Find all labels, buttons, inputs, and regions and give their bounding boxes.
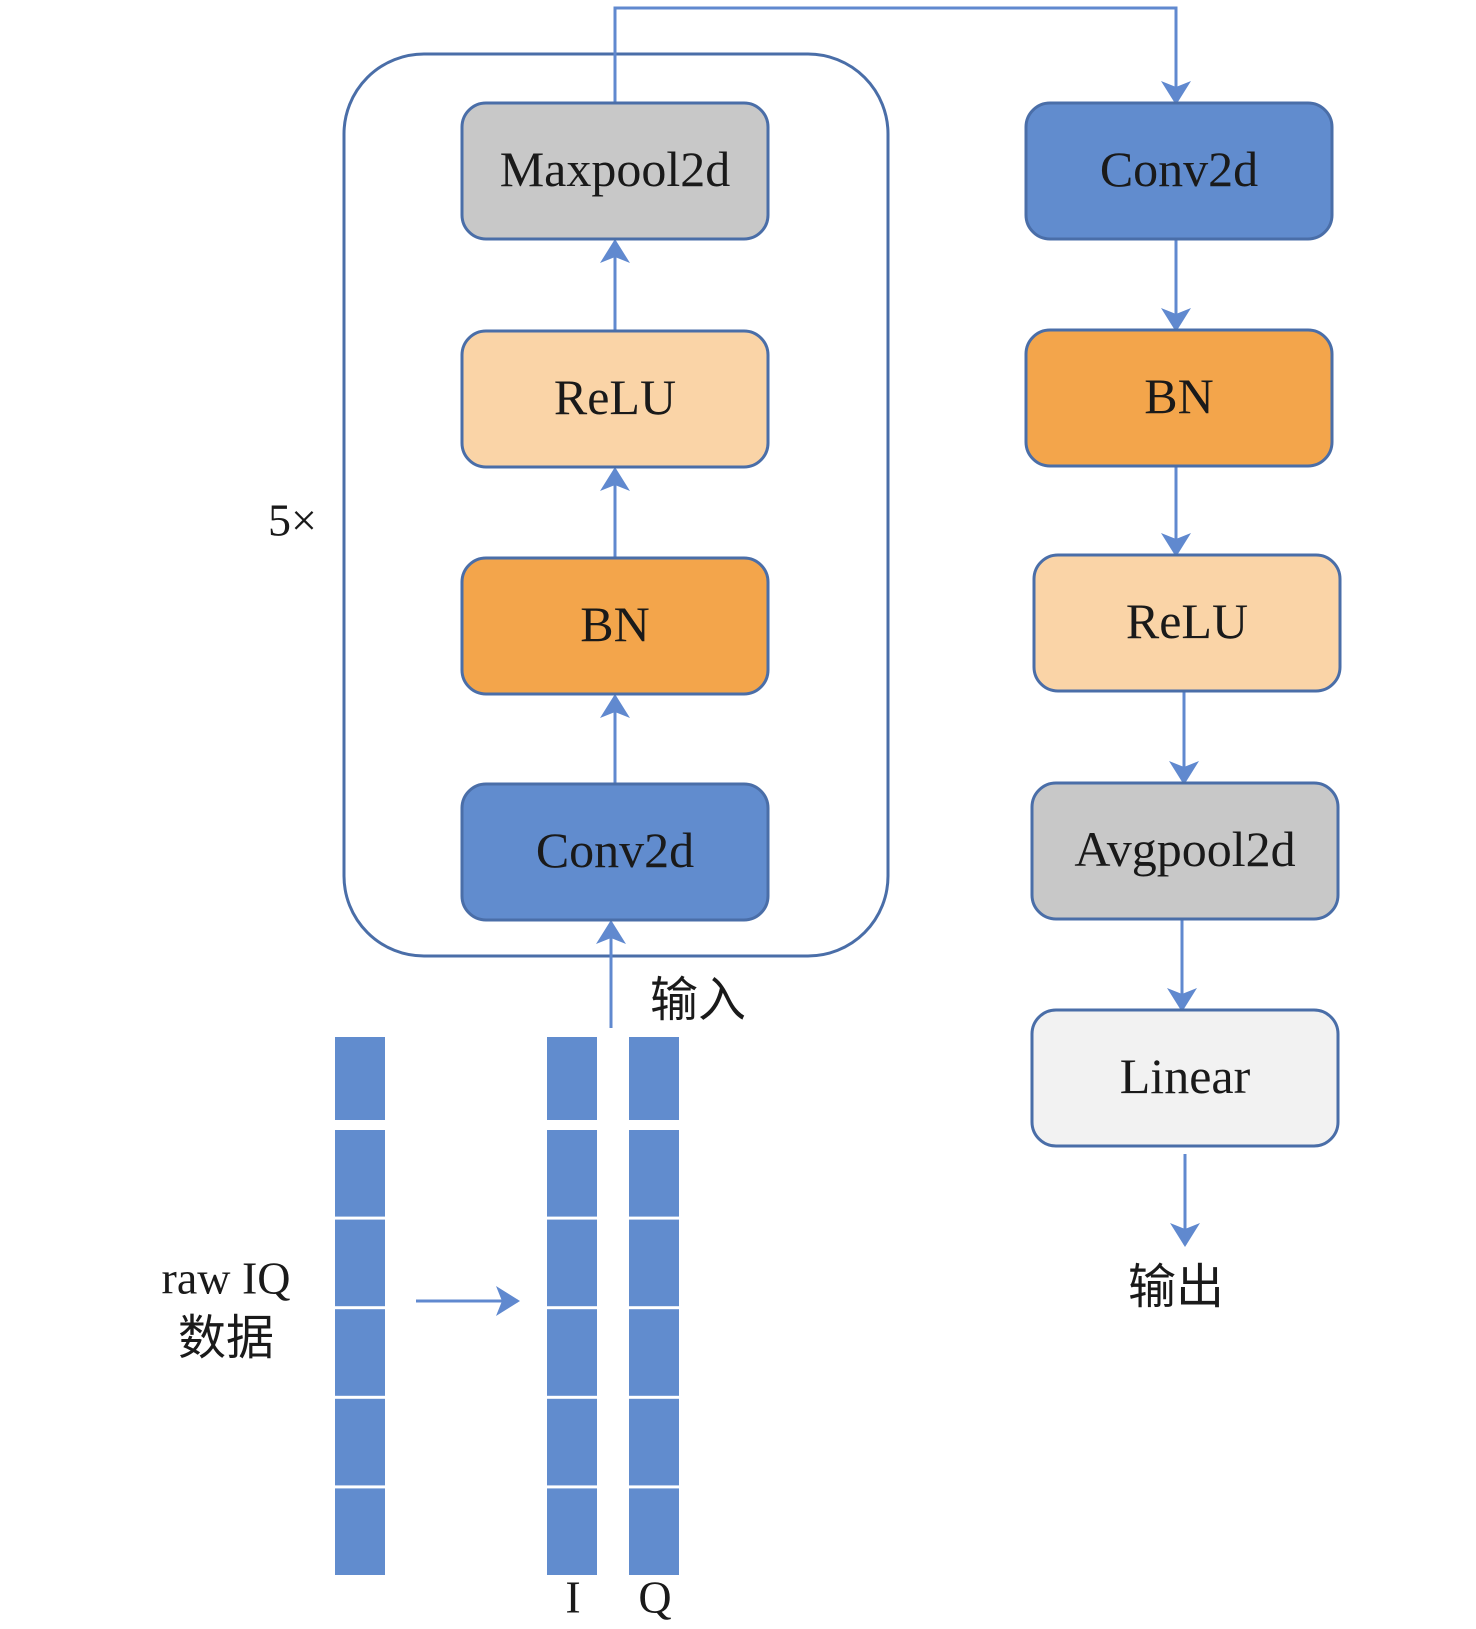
pool-block xyxy=(460,101,770,241)
edge-maxpool-to-conv-b xyxy=(613,6,1191,105)
data-segment xyxy=(629,1037,679,1120)
node-label: Conv2d xyxy=(536,822,694,878)
data-columns xyxy=(335,1037,679,1575)
data-segment xyxy=(547,1488,597,1575)
node-label: Maxpool2d xyxy=(500,141,731,197)
node-maxpool: Maxpool2d xyxy=(460,101,770,241)
data-segment xyxy=(629,1130,679,1217)
data-segment xyxy=(335,1219,385,1307)
data-segment xyxy=(547,1130,597,1217)
node-label: Linear xyxy=(1120,1048,1251,1104)
node-linear: Linear xyxy=(1030,1008,1340,1148)
data-segment xyxy=(335,1488,385,1575)
data-segment xyxy=(629,1309,679,1396)
data-segment xyxy=(547,1037,597,1120)
output-label: 输出 xyxy=(1128,1259,1224,1315)
conv-block xyxy=(460,782,770,922)
data-segment xyxy=(547,1219,597,1307)
raw-iq-label: raw IQ xyxy=(162,1253,291,1304)
repeat-count-label: 5× xyxy=(268,495,317,546)
bn-block xyxy=(1024,328,1334,468)
node-label: ReLU xyxy=(1126,593,1248,649)
node-bn-b: BN xyxy=(1024,328,1334,468)
q-channel-label: Q xyxy=(638,1572,671,1623)
data-segment xyxy=(335,1130,385,1217)
data-segment xyxy=(547,1309,597,1396)
node-relu-a: ReLU xyxy=(460,329,770,469)
data-segment xyxy=(335,1037,385,1120)
data-segment xyxy=(335,1309,385,1396)
data-segment xyxy=(629,1219,679,1307)
input-label: 输入 xyxy=(650,972,746,1028)
raw-data-label: 数据 xyxy=(178,1310,274,1366)
relu-block xyxy=(460,329,770,469)
node-relu-b: ReLU xyxy=(1032,553,1342,693)
node-conv-a: Conv2d xyxy=(460,782,770,922)
data-segment xyxy=(547,1398,597,1486)
node-avgpool: Avgpool2d xyxy=(1030,781,1340,921)
node-label: ReLU xyxy=(554,369,676,425)
bn-block xyxy=(460,556,770,696)
node-label: Avgpool2d xyxy=(1074,821,1295,877)
data-segment xyxy=(335,1398,385,1486)
node-conv-b: Conv2d xyxy=(1024,101,1334,241)
conv-block xyxy=(1024,101,1334,241)
node-label: BN xyxy=(580,596,649,652)
node-bn-a: BN xyxy=(460,556,770,696)
pool-block xyxy=(1030,781,1340,921)
q-channel-column xyxy=(629,1037,679,1575)
linear-block xyxy=(1030,1008,1340,1148)
node-label: Conv2d xyxy=(1100,141,1258,197)
data-segment xyxy=(629,1488,679,1575)
edges xyxy=(416,6,1200,1316)
relu-block xyxy=(1032,553,1342,693)
raw-iq-column xyxy=(335,1037,385,1575)
i-channel-label: I xyxy=(565,1572,580,1623)
node-label: BN xyxy=(1144,368,1213,424)
i-channel-column xyxy=(547,1037,597,1575)
data-segment xyxy=(629,1398,679,1486)
